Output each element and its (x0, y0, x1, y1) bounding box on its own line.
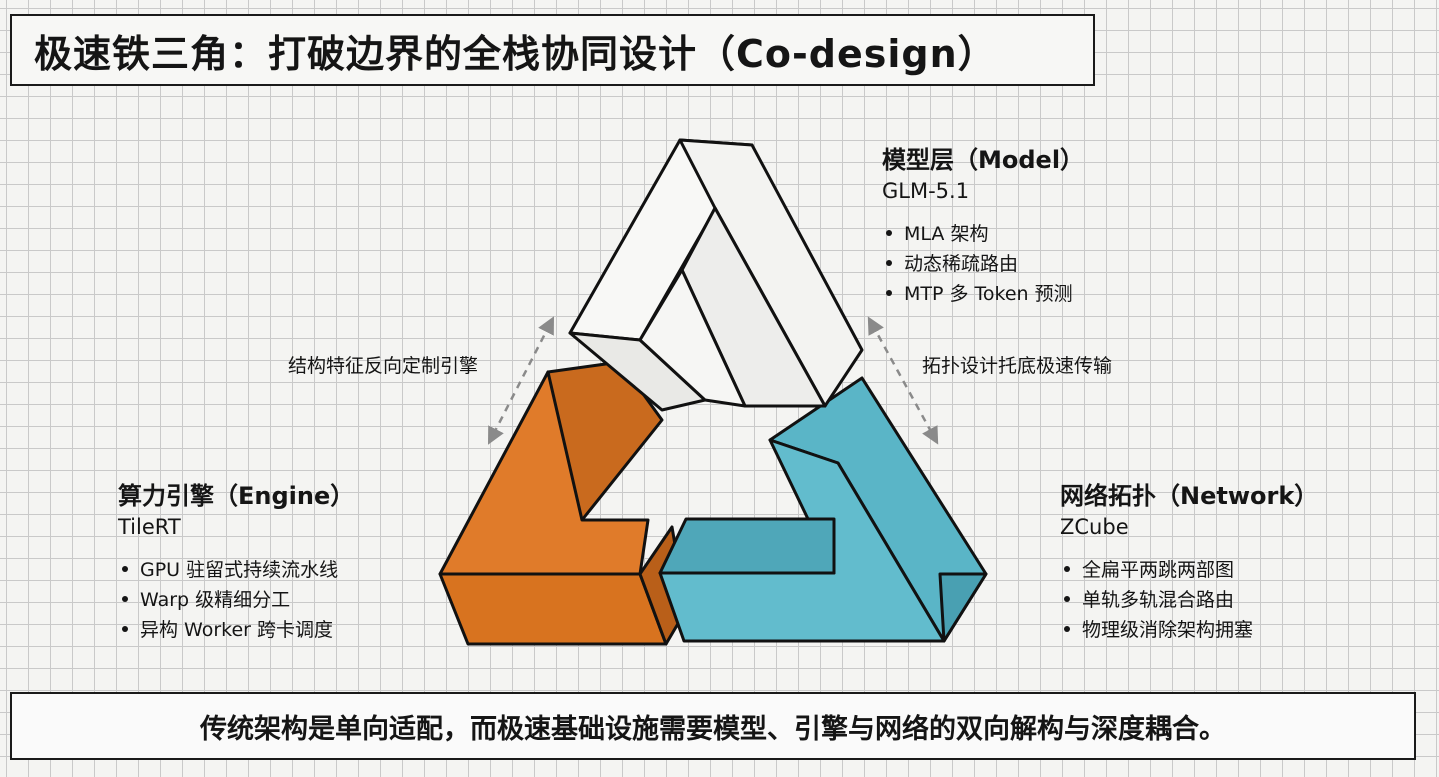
network-panel: 网络拓扑（Network） ZCube 全扁平两跳两部图 单轨多轨混合路由 物理… (1060, 476, 1318, 645)
right-double-arrow (867, 316, 939, 445)
list-item: Warp 级精细分工 (118, 585, 354, 615)
bullet-icon (122, 626, 128, 632)
bullet-icon (122, 596, 128, 602)
network-feature-list: 全扁平两跳两部图 单轨多轨混合路由 物理级消除架构拥塞 (1060, 555, 1318, 645)
list-item: 动态稀疏路由 (882, 249, 1084, 279)
page-title: 极速铁三角：打破边界的全栈协同设计（Co-design） (34, 31, 997, 76)
left-double-arrow (488, 316, 554, 445)
left-arrow-label: 结构特征反向定制引擎 (288, 355, 479, 377)
list-item: 物理级消除架构拥塞 (1060, 615, 1318, 645)
bullet-icon (1064, 566, 1070, 572)
engine-subtitle: TileRT (118, 515, 181, 539)
list-item: MTP 多 Token 预测 (882, 279, 1084, 309)
bullet-icon (886, 290, 892, 296)
engine-panel: 算力引擎（Engine） TileRT GPU 驻留式持续流水线 Warp 级精… (118, 476, 354, 645)
list-item: MLA 架构 (882, 219, 1084, 249)
footer-statement: 传统架构是单向适配，而极速基础设施需要模型、引擎与网络的双向解构与深度耦合。 (200, 713, 1226, 745)
title-box: 极速铁三角：打破边界的全栈协同设计（Co-design） (10, 14, 1095, 86)
list-item: 单轨多轨混合路由 (1060, 585, 1318, 615)
model-feature-list: MLA 架构 动态稀疏路由 MTP 多 Token 预测 (882, 219, 1084, 309)
network-heading: 网络拓扑（Network） (1060, 482, 1319, 510)
model-heading: 模型层（Model） (882, 146, 1085, 174)
footer-box: 传统架构是单向适配，而极速基础设施需要模型、引擎与网络的双向解构与深度耦合。 (10, 692, 1416, 760)
engine-block (438, 360, 688, 646)
bullet-icon (1064, 626, 1070, 632)
network-block (658, 376, 988, 643)
bullet-icon (886, 260, 892, 266)
model-subtitle: GLM-5.1 (882, 179, 970, 203)
bullet-icon (122, 566, 128, 572)
model-panel: 模型层（Model） GLM-5.1 MLA 架构 动态稀疏路由 MTP 多 T… (882, 140, 1084, 309)
engine-heading: 算力引擎（Engine） (118, 482, 355, 510)
engine-feature-list: GPU 驻留式持续流水线 Warp 级精细分工 异构 Worker 跨卡调度 (118, 555, 354, 645)
list-item: 全扁平两跳两部图 (1060, 555, 1318, 585)
list-item: 异构 Worker 跨卡调度 (118, 615, 354, 645)
bullet-icon (1064, 596, 1070, 602)
bullet-icon (886, 230, 892, 236)
list-item: GPU 驻留式持续流水线 (118, 555, 354, 585)
network-subtitle: ZCube (1060, 515, 1129, 539)
model-block (568, 138, 864, 412)
right-arrow-label: 拓扑设计托底极速传输 (922, 355, 1113, 377)
